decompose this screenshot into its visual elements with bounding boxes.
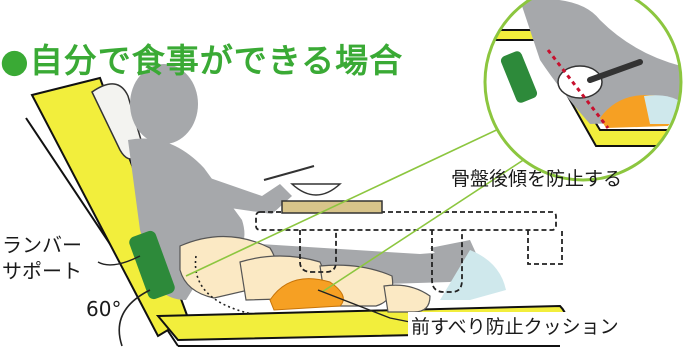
detail-magnifier bbox=[483, 0, 683, 182]
lumbar-support-label: ランバー サポート bbox=[2, 232, 82, 284]
lumbar-leader bbox=[97, 255, 141, 266]
cushion-leader bbox=[317, 289, 411, 323]
foot-wedge bbox=[440, 250, 506, 300]
anti-slip-cushion-label: 前すべり防止クッション bbox=[408, 312, 622, 339]
lumbar-support-label-line1: ランバー bbox=[2, 233, 82, 257]
spoon bbox=[263, 165, 315, 181]
angle-arc bbox=[118, 289, 151, 347]
pelvic-tilt-label: 骨盤後傾を防止する bbox=[451, 168, 623, 190]
bowl bbox=[290, 183, 342, 196]
magnifier-leaders bbox=[185, 117, 561, 293]
lumbar-support-label-line2: サポート bbox=[2, 259, 82, 283]
page-title: ●自分で食事ができる場合 bbox=[0, 41, 404, 80]
overbed-table bbox=[255, 211, 563, 293]
backrest-angle-label: 60° bbox=[86, 297, 122, 321]
anti-slip-cushion-shape bbox=[269, 278, 344, 311]
lumbar-support-pad bbox=[129, 230, 175, 300]
